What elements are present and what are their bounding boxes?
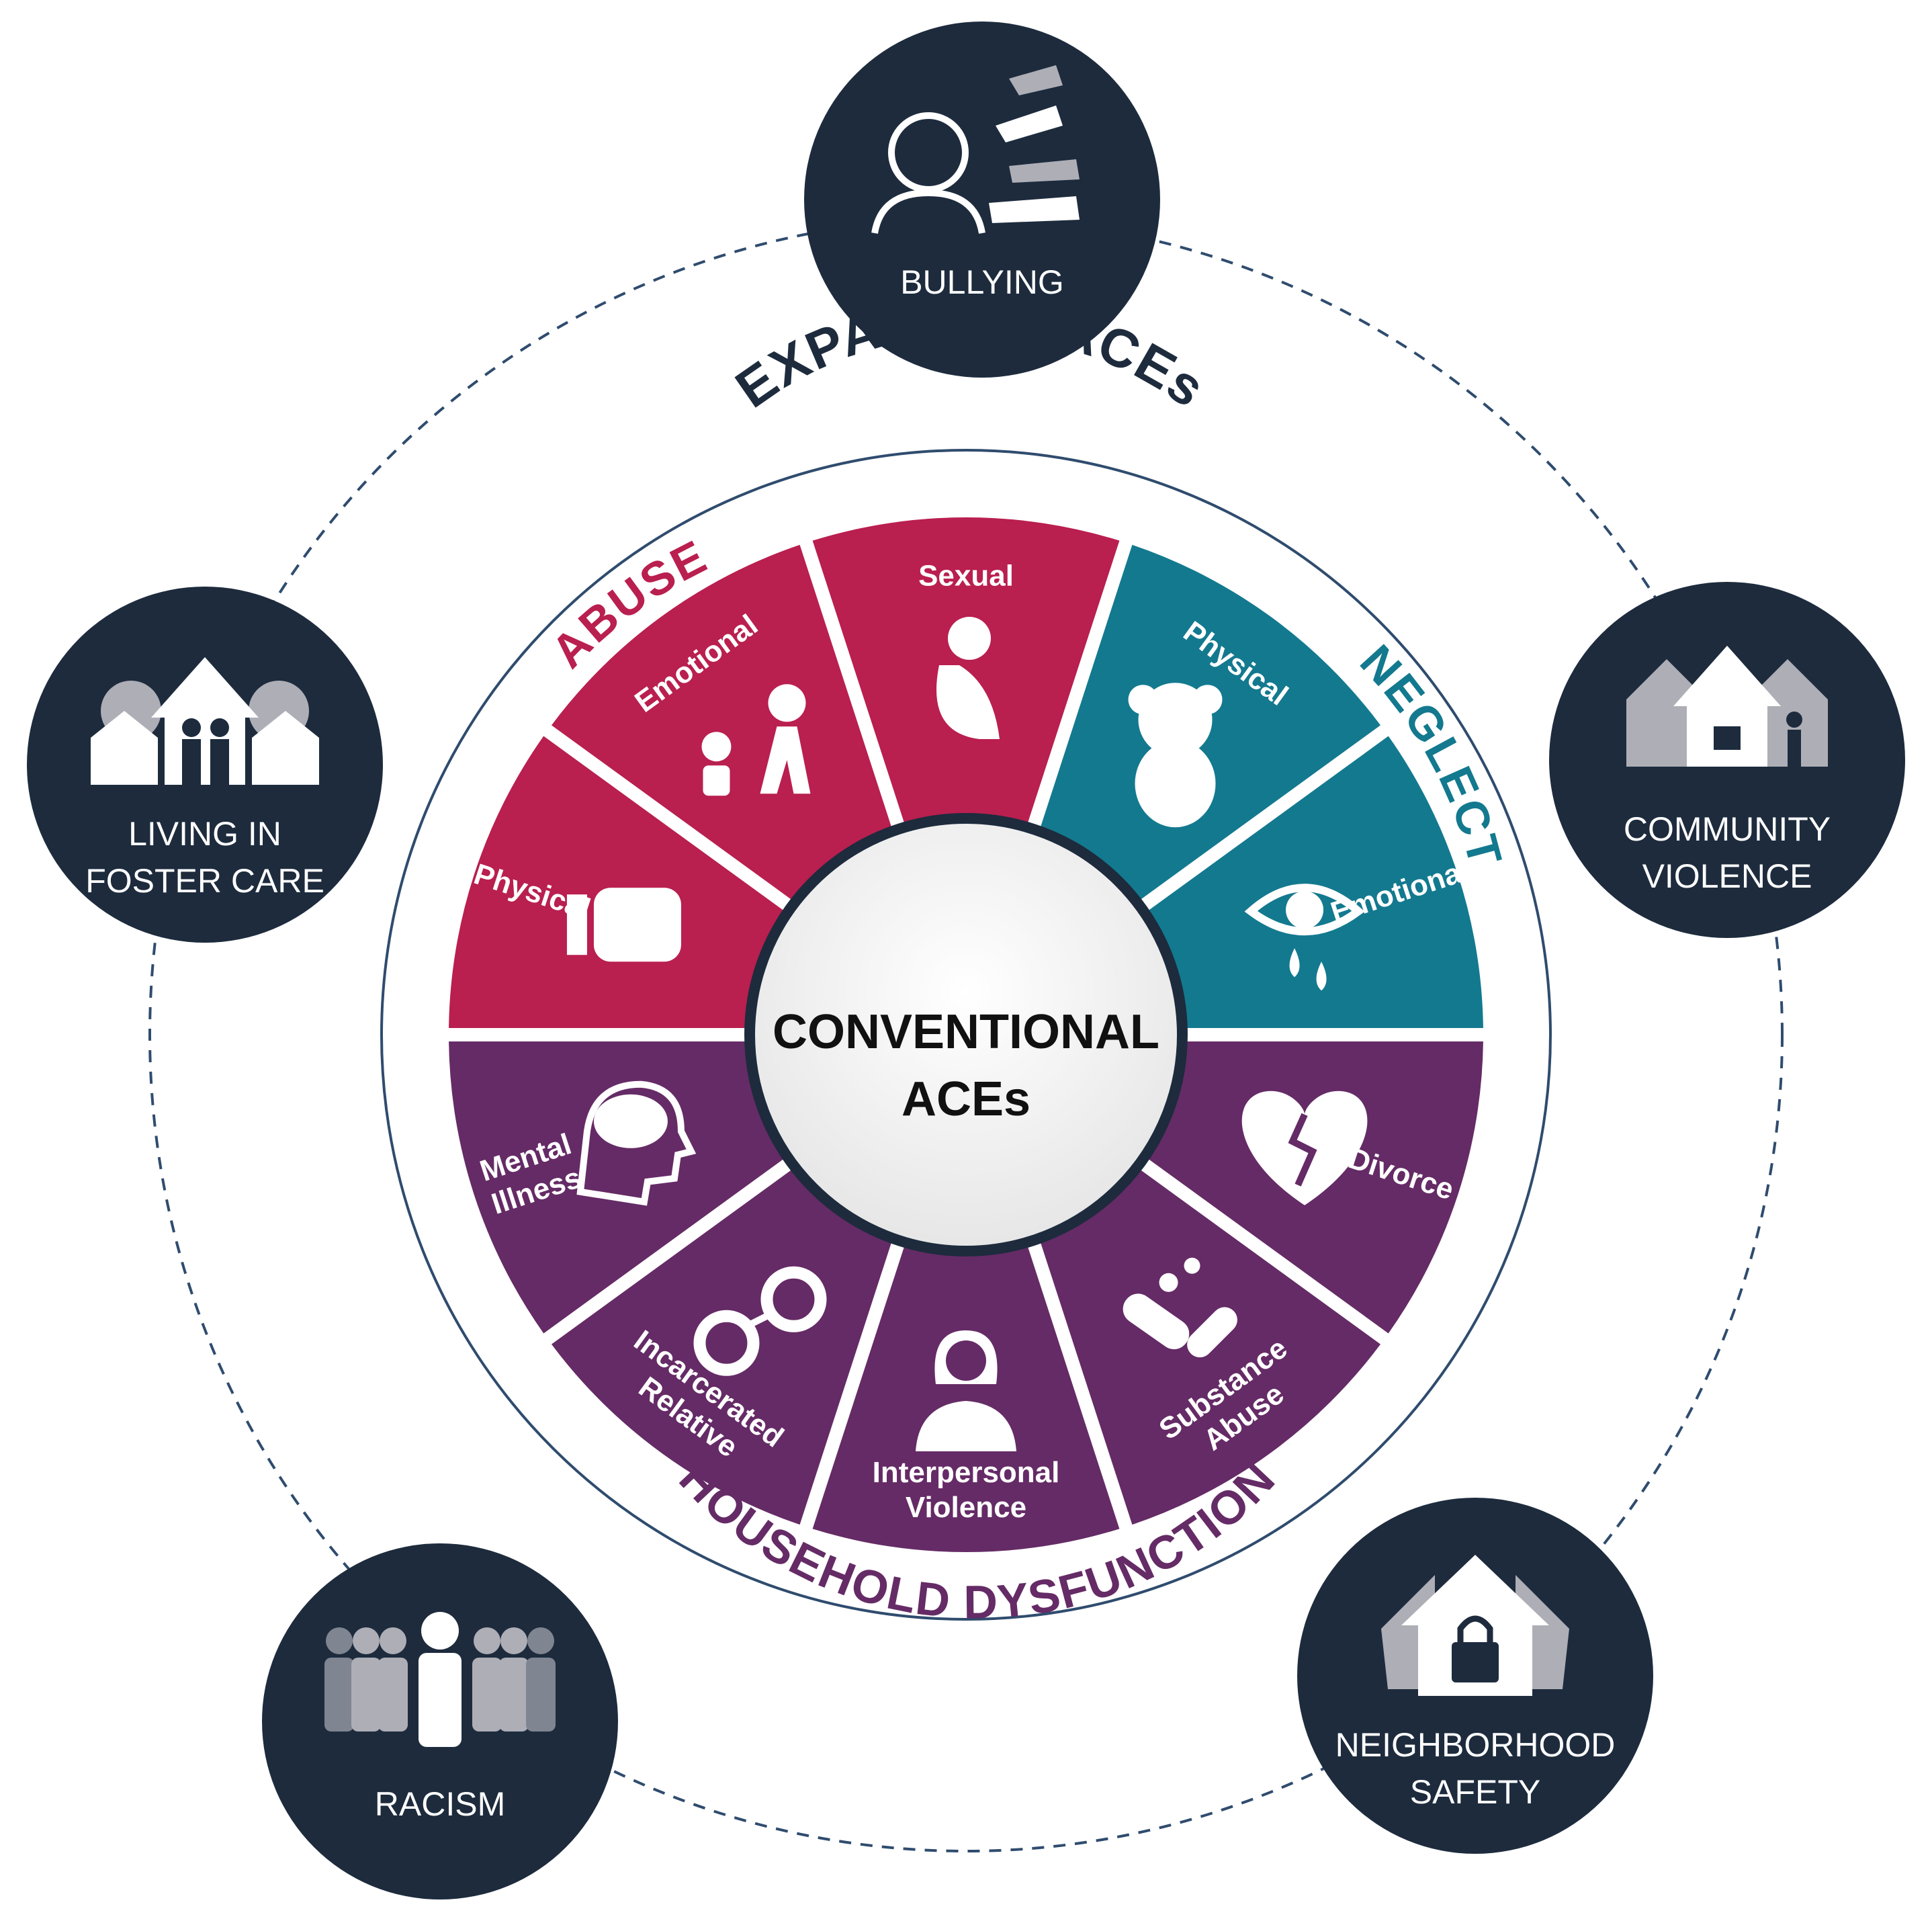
expanded-label: RACISM — [375, 1785, 505, 1823]
expanded-label: FOSTER CARE — [85, 862, 324, 900]
outer-dashed-ring — [148, 217, 1784, 1852]
yelling-adult-icon — [701, 684, 811, 796]
teddy-bear-icon — [1128, 683, 1223, 828]
expanded-label: BULLYING — [900, 263, 1064, 301]
segment-household-interpersonal-violence — [812, 1244, 1120, 1552]
segment-household-mental-illness — [449, 1041, 786, 1334]
hunched-child-icon — [936, 617, 1000, 739]
expanded-bullying: BULLYING — [804, 22, 1160, 378]
broken-heart-icon — [1241, 1091, 1368, 1205]
segment-abuse-emotional — [551, 544, 893, 901]
segment-neglect-emotional — [1146, 736, 1483, 1029]
segment-icons — [566, 617, 1368, 1451]
community-houses-icon — [1626, 646, 1828, 767]
conventional-aces-wheel — [449, 517, 1483, 1552]
center-circle — [744, 813, 1188, 1256]
expanded-circle — [804, 22, 1160, 378]
expanded-label: COMMUNITY — [1624, 810, 1831, 848]
foster-family-icon — [91, 657, 319, 785]
segment-household-incarcerated-relative — [551, 1168, 893, 1525]
expanded-neighborhood-safety: NEIGHBORHOOD SAFETY — [1297, 1498, 1653, 1854]
crying-eye-icon — [1244, 884, 1365, 991]
expanded-label: SAFETY — [1410, 1773, 1540, 1811]
expanded-aces: BULLYING COMMUNITY VIOLENCE NEIGHBORHOOD SAF… — [27, 22, 1905, 1899]
expanded-label: NEIGHBORHOOD — [1335, 1726, 1616, 1764]
expanded-racism: RACISM — [262, 1543, 618, 1899]
handcuffs-icon — [693, 1266, 827, 1376]
expanded-community-violence: COMMUNITY VIOLENCE — [1549, 582, 1905, 938]
segment-label: Sexual — [918, 560, 1014, 593]
expanded-foster-care: LIVING IN FOSTER CARE — [27, 587, 383, 943]
bullying-icon — [871, 65, 1080, 234]
segment-abuse-physical — [449, 736, 786, 1029]
pills-icon — [1123, 1257, 1237, 1358]
brain-head-icon — [576, 1080, 697, 1206]
woman-icon — [916, 1330, 1016, 1451]
expanded-label: LIVING IN — [128, 815, 281, 853]
center-title-line2: ACEs — [902, 1072, 1030, 1126]
center-title-line1: CONVENTIONAL — [773, 1005, 1159, 1059]
expanded-label: VIOLENCE — [1642, 857, 1812, 895]
crowd-icon — [324, 1612, 556, 1747]
fist-icon — [566, 888, 681, 962]
locked-house-icon — [1381, 1555, 1569, 1696]
